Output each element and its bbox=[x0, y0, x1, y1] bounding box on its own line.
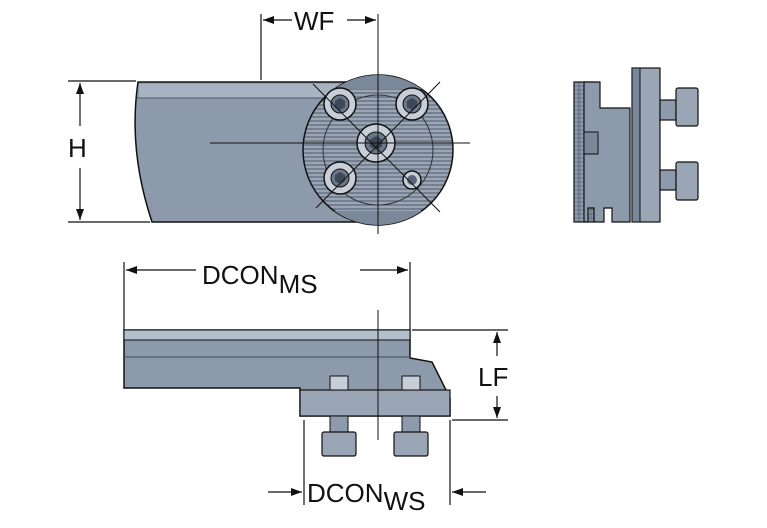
screw-top-left bbox=[323, 87, 357, 121]
dimension-dcon-ms: DCONMS bbox=[123, 260, 411, 330]
dcon-ws-label: DCONWS bbox=[307, 478, 425, 516]
front-nub-left bbox=[329, 375, 349, 391]
screw-top-right bbox=[395, 87, 429, 121]
side-view bbox=[573, 67, 699, 223]
front-view: DCONMS LF DCONWS bbox=[123, 260, 508, 516]
dcon-ms-main: DCON bbox=[202, 260, 279, 290]
dcon-ms-sub: MS bbox=[279, 269, 318, 299]
side-plate-left bbox=[583, 81, 631, 223]
h-label: H bbox=[68, 133, 87, 163]
shank-highlight bbox=[139, 84, 339, 98]
lf-label: LF bbox=[478, 362, 508, 392]
pin-bottom-right bbox=[402, 170, 422, 190]
diag-line-2 bbox=[315, 81, 441, 209]
screw-bottom-left bbox=[323, 161, 357, 195]
front-nub-right bbox=[401, 375, 421, 391]
front-screw-left bbox=[321, 415, 357, 457]
front-screw-right bbox=[393, 415, 429, 457]
top-view: WF H bbox=[68, 6, 470, 234]
dcon-ws-sub: WS bbox=[384, 486, 426, 516]
side-screw-top bbox=[659, 87, 699, 127]
side-plate-notch bbox=[583, 131, 599, 155]
dimension-dcon-ws: DCONWS bbox=[268, 420, 486, 516]
front-top-strip bbox=[123, 329, 411, 341]
side-screw-bottom bbox=[659, 161, 699, 201]
front-lower-plate bbox=[299, 389, 451, 417]
dimension-lf: LF bbox=[412, 329, 508, 421]
diag-line-1 bbox=[312, 83, 441, 213]
wf-label: WF bbox=[294, 6, 334, 36]
dcon-ms-label: DCONMS bbox=[202, 260, 318, 299]
dcon-ws-main: DCON bbox=[307, 478, 384, 508]
dimension-wf: WF bbox=[260, 6, 376, 80]
side-plate-right-shade bbox=[631, 67, 641, 223]
dimension-h: H bbox=[68, 80, 150, 223]
